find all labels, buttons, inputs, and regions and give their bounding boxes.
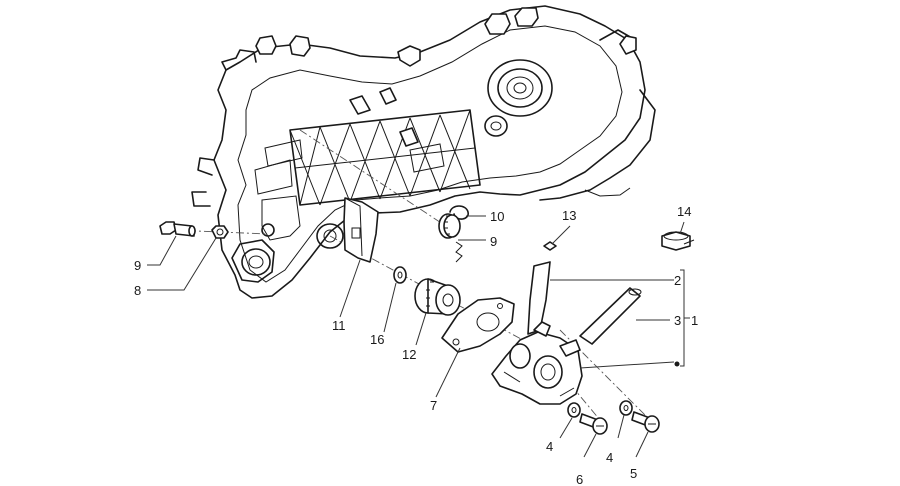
callout-3: 3 [674,313,681,328]
callout-2: 2 [674,273,681,288]
callout-11: 10 [490,209,504,224]
clip-part-14 [543,241,557,251]
callout-9: 9 [134,258,141,273]
callout-10: 9 [490,234,497,249]
callout-15: 14 [677,204,691,219]
bracket-part-12 [343,197,379,263]
screw-part-6 [579,413,608,435]
callout-5: 5 [630,466,637,481]
callout-12: 11 [332,318,346,333]
washer-part-4-left [567,402,581,418]
callout-1: 1 [691,313,698,328]
screw-part-5 [631,411,660,433]
gasket-part-7 [441,297,515,353]
washer-part-16 [393,266,407,284]
callout-13: 12 [402,347,416,362]
callout-16: 16 [370,332,384,347]
hose-part-2 [527,261,551,335]
clamp-part-15 [661,231,695,251]
hose-part-3 [579,287,642,345]
callout-4-left: 4 [546,439,553,454]
callout-4-right: 4 [606,450,613,465]
leader-lines [147,215,690,458]
callout-7: 7 [430,398,437,413]
gear-part-13 [414,278,461,316]
callout-6: 6 [576,472,583,486]
callout-labels: 9 8 11 16 12 7 10 9 13 14 2 3 1 4 4 6 5 [134,204,698,486]
nut-part-8 [211,225,229,239]
pump-part-1 [491,321,583,405]
callout-14: 13 [562,208,576,223]
crankcase-housing [191,5,656,299]
gear-part-10 [438,213,461,239]
bolt-part-9 [159,221,196,237]
callout-8: 8 [134,283,141,298]
washer-part-4-right [619,400,633,416]
